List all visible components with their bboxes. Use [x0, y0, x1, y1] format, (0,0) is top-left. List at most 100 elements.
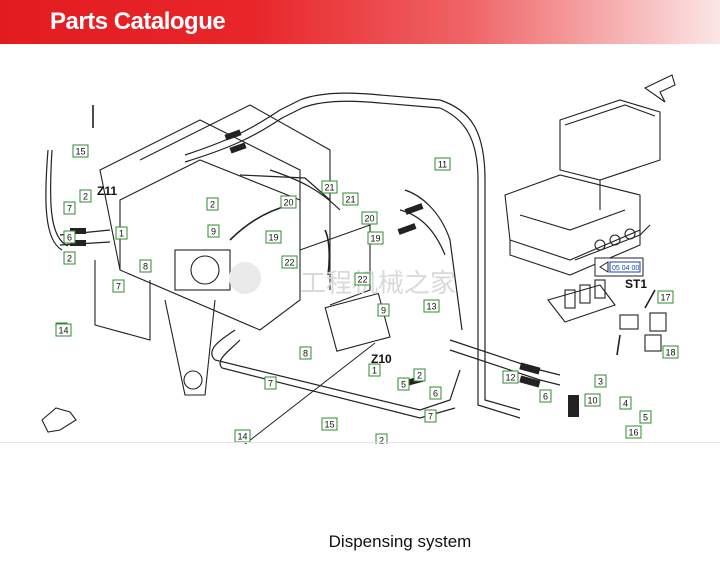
callout-6: 6	[63, 230, 76, 244]
callout-label: 7	[428, 412, 433, 422]
frame-body	[99, 119, 301, 331]
callout-label: 14	[237, 432, 247, 442]
callout-label: 22	[284, 258, 294, 268]
label-st1: ST1	[625, 277, 647, 291]
callout-10: 10	[584, 393, 601, 407]
callout-9: 9	[377, 303, 390, 317]
callout-label: 19	[268, 233, 278, 243]
callout-2: 2	[206, 197, 219, 211]
valve-group-right	[547, 279, 667, 352]
callout-3: 3	[594, 374, 607, 388]
callout-label: 2	[379, 436, 384, 445]
callout-12: 12	[502, 370, 519, 384]
hose-left	[45, 149, 63, 251]
callout-layer: 1527627182714921202120191922221191375812…	[55, 144, 679, 447]
callout-6: 6	[539, 389, 552, 403]
callout-17: 17	[657, 290, 674, 304]
frame-top	[139, 104, 331, 290]
side-plate	[94, 260, 151, 341]
callout-14: 14	[55, 323, 72, 337]
page-title: Parts Catalogue	[50, 8, 226, 35]
callout-label: 21	[345, 195, 355, 205]
callout-label: 16	[628, 428, 638, 438]
callout-label: 7	[67, 204, 72, 214]
caption: Dispensing system	[328, 532, 472, 551]
callout-18: 18	[662, 345, 679, 359]
lower-arm	[164, 299, 216, 396]
callout-label: 13	[426, 302, 436, 312]
callout-2: 2	[79, 189, 92, 203]
callout-label: 6	[433, 389, 438, 399]
label-z10: Z10	[371, 352, 392, 366]
callout-label: 7	[268, 379, 273, 389]
callout-14: 14	[234, 429, 251, 443]
callout-1: 1	[368, 363, 381, 377]
pivot-ring	[190, 255, 220, 285]
callout-label: 18	[665, 348, 675, 358]
callout-label: 6	[67, 233, 72, 243]
callout-7: 7	[264, 376, 277, 390]
callout-7: 7	[63, 201, 76, 215]
parts-diagram: 工程机械之家 152762718271492120212019192222119…	[0, 44, 720, 495]
rear-box	[299, 224, 371, 306]
callout-5: 5	[397, 377, 410, 391]
callout-21: 21	[342, 192, 359, 206]
diagram-svg: 工程机械之家 152762718271492120212019192222119…	[41, 74, 679, 495]
callout-label: 3	[598, 377, 603, 387]
callout-label: 5	[643, 413, 648, 423]
callout-label: 2	[210, 200, 215, 210]
callout-label: 9	[381, 306, 386, 316]
callout-label: 2	[83, 192, 88, 202]
callout-label: 8	[143, 262, 148, 272]
callout-8: 8	[139, 259, 152, 273]
direction-arrow-top	[643, 74, 676, 103]
callout-label: 15	[324, 420, 334, 430]
callout-13: 13	[423, 299, 440, 313]
header-bar: Parts Catalogue	[0, 0, 720, 44]
callout-label: 19	[370, 234, 380, 244]
divider	[0, 442, 720, 443]
callout-label: 6	[543, 392, 548, 402]
callout-label: 1	[119, 229, 124, 239]
callout-label: 7	[116, 282, 121, 292]
callout-19: 19	[367, 231, 384, 245]
watermark: 工程机械之家	[229, 262, 456, 298]
callout-2: 2	[413, 368, 426, 382]
callout-label: 17	[660, 293, 670, 303]
valve-block-left	[324, 292, 391, 352]
svg-text:工程机械之家: 工程机械之家	[300, 268, 456, 298]
callout-label: 20	[364, 214, 374, 224]
callout-label: 8	[303, 349, 308, 359]
callout-15: 15	[72, 144, 89, 158]
callout-label: 9	[211, 227, 216, 237]
callout-label: 12	[505, 373, 515, 383]
callout-19: 19	[265, 230, 282, 244]
callout-20: 20	[361, 211, 378, 225]
callout-9: 9	[207, 224, 220, 238]
callout-label: 20	[283, 198, 293, 208]
callout-label: 1	[372, 366, 377, 376]
callout-15: 15	[321, 417, 338, 431]
callout-4: 4	[619, 396, 632, 410]
callout-1: 1	[115, 226, 128, 240]
callout-11: 11	[434, 157, 451, 171]
callout-label: 21	[324, 183, 334, 193]
callout-2: 2	[63, 251, 76, 265]
callout-7: 7	[424, 409, 437, 423]
callout-22: 22	[354, 272, 371, 286]
callout-7: 7	[112, 279, 125, 293]
direction-arrow-bottom	[41, 407, 77, 433]
callout-20: 20	[280, 195, 297, 209]
callout-16: 16	[625, 425, 642, 439]
callout-22: 22	[281, 255, 298, 269]
callout-label: 15	[75, 147, 85, 157]
callout-5: 5	[639, 410, 652, 424]
callout-label: 5	[401, 380, 406, 390]
callout-label: 11	[438, 160, 447, 170]
callout-21: 21	[321, 180, 338, 194]
reference-tag: 05 04 00	[594, 257, 644, 277]
callout-label: 4	[623, 399, 628, 409]
callout-label: 22	[357, 275, 367, 285]
callout-6: 6	[429, 386, 442, 400]
callout-label: 10	[587, 396, 597, 406]
